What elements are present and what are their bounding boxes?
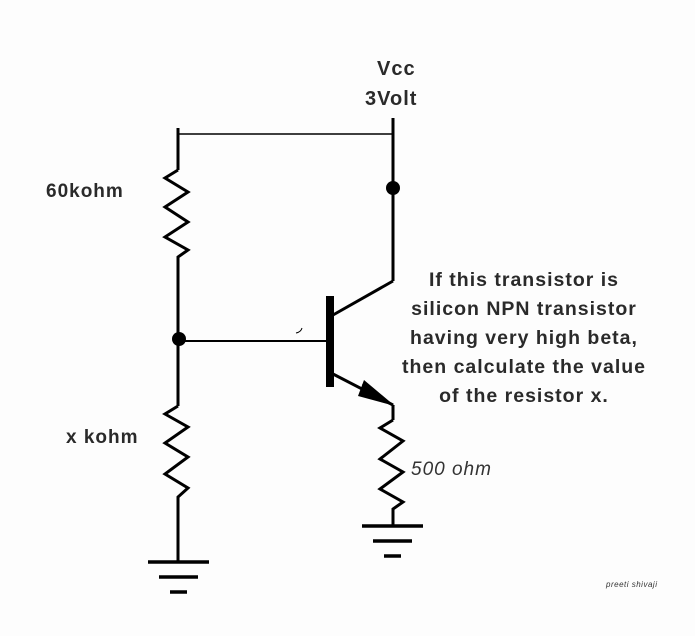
r2-label: x kohm	[66, 427, 139, 448]
transistor-base-bar	[326, 296, 334, 387]
vcc-label: Vcc	[377, 58, 416, 80]
question-text: If this transistor is silicon NPN transi…	[388, 266, 660, 411]
junction-dot-node	[172, 332, 186, 346]
question-line: then calculate the value	[402, 356, 646, 378]
r2-resistor	[162, 404, 191, 499]
ground-right	[362, 524, 423, 558]
ground-left	[148, 560, 209, 594]
vcc-voltage-label: 3Volt	[365, 88, 418, 110]
stray-mark	[295, 327, 303, 334]
collector-lead	[332, 279, 394, 317]
question-line: If this transistor is	[428, 269, 620, 291]
r1-resistor	[162, 168, 191, 262]
re-resistor	[377, 418, 406, 526]
question-line: of the resistor x.	[439, 385, 609, 407]
r1-label: 60kohm	[46, 181, 124, 202]
author-credit: preeti shivaji	[606, 580, 658, 589]
re-label: 500 ohm	[411, 459, 492, 480]
question-line: having very high beta,	[410, 327, 638, 349]
emitter-arrow-head	[358, 380, 395, 406]
junction-dot-vcc	[386, 181, 400, 195]
question-line: silicon NPN transistor	[411, 298, 637, 320]
